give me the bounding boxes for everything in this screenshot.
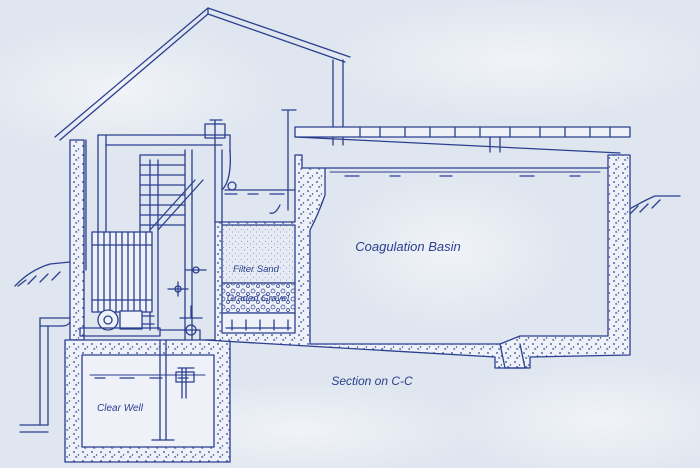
ground-left <box>14 261 71 287</box>
stairs <box>139 154 204 236</box>
filter-bed <box>214 149 296 334</box>
clear-well-pipes <box>151 339 195 441</box>
walkway-deck <box>294 126 631 154</box>
clear-well-label: Clear Well <box>97 403 144 414</box>
valve-set <box>167 266 207 297</box>
filter-sand-label: Filter Sand <box>233 264 280 275</box>
section-title: Section on C-C <box>331 374 413 388</box>
coagulation-basin-structure <box>204 154 631 369</box>
ground-right <box>627 195 681 215</box>
graded-gravel-label: Graded Gravel <box>227 293 290 304</box>
filter-tank <box>91 231 153 313</box>
coagulation-basin-label: Coagulation Basin <box>355 239 461 254</box>
clear-well-structure <box>64 339 231 463</box>
left-wall <box>69 139 85 341</box>
outlet-pipe <box>19 317 71 433</box>
pump-assembly <box>79 305 203 341</box>
